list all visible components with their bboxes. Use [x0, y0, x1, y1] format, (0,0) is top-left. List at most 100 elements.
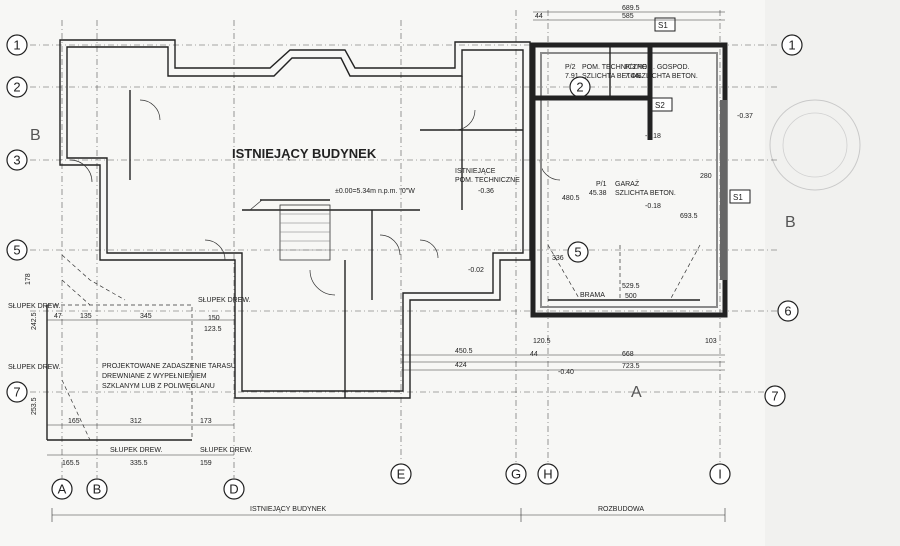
- svg-text:280: 280: [700, 173, 712, 180]
- grid-cols: [61, 10, 721, 478]
- grid-rows: [30, 44, 780, 393]
- svg-text:345: 345: [140, 313, 152, 320]
- post-label-2: SŁUPEK DREW.: [198, 297, 251, 304]
- svg-text:H: H: [543, 467, 552, 482]
- row-axis-5-left: 5: [6, 239, 28, 261]
- wall-insulation: [720, 100, 727, 280]
- room-p2: P/2 POM. TECHNICZNE 7.91 SZLICHTA BETON.: [565, 64, 647, 80]
- svg-text:SZLICHTA BETON.: SZLICHTA BETON.: [615, 190, 676, 197]
- svg-text:693.5: 693.5: [680, 213, 698, 220]
- svg-text:336: 336: [552, 255, 564, 262]
- staircase: [249, 199, 331, 261]
- svg-text:450.5: 450.5: [455, 348, 473, 355]
- post-label-4: SŁUPEK DREW.: [110, 447, 163, 454]
- section-b-left: B: [30, 127, 41, 144]
- s2-box: S2: [651, 97, 673, 112]
- svg-text:BRAMA: BRAMA: [580, 292, 605, 299]
- svg-text:2: 2: [576, 80, 583, 95]
- footer-extension: ROZBUDOWA: [598, 506, 644, 513]
- svg-text:S2: S2: [655, 101, 665, 110]
- svg-text:480.5: 480.5: [562, 195, 580, 202]
- row-axis-6-right: 6: [777, 300, 799, 322]
- svg-text:335.5: 335.5: [130, 460, 148, 467]
- svg-text:7.91: 7.91: [565, 73, 579, 80]
- svg-text:242.5: 242.5: [31, 312, 38, 330]
- col-axis-d: D: [223, 478, 245, 500]
- svg-text:P/2: P/2: [565, 64, 576, 71]
- svg-text:POM. GOSPOD.: POM. GOSPOD.: [637, 64, 690, 71]
- svg-text:150: 150: [208, 315, 220, 322]
- svg-text:173: 173: [200, 418, 212, 425]
- svg-text:689.5: 689.5: [622, 5, 640, 12]
- existing-building-label: ISTNIEJĄCY BUDYNEK: [232, 146, 377, 161]
- svg-text:165: 165: [68, 418, 80, 425]
- svg-text:424: 424: [455, 362, 467, 369]
- svg-text:723.5: 723.5: [622, 363, 640, 370]
- svg-text:G: G: [511, 467, 521, 482]
- svg-text:135: 135: [80, 313, 92, 320]
- post-label-1: SŁUPEK DREW.: [8, 303, 61, 310]
- bottom-dimensions: 450.5 424 120.5 44 668 723.5 103: [401, 338, 725, 371]
- svg-text:2: 2: [13, 80, 20, 95]
- tech-room-level: -0.36: [478, 188, 494, 195]
- row-axis-2-inner: 2: [569, 76, 591, 98]
- svg-text:P/3: P/3: [625, 64, 636, 71]
- svg-text:253.5: 253.5: [31, 397, 38, 415]
- extension-walls: [530, 42, 728, 318]
- stamp-inner-circle: [782, 112, 848, 178]
- col-axis-a: A: [51, 478, 73, 500]
- svg-text:45.38: 45.38: [589, 190, 607, 197]
- level-037: -0.37: [737, 113, 753, 120]
- room-p1: P/1 GARAŻ 45.38 SZLICHTA BETON.: [589, 179, 676, 197]
- svg-text:I: I: [718, 467, 722, 482]
- svg-text:P/1: P/1: [596, 181, 607, 188]
- level-018b: -0.18: [645, 133, 661, 140]
- terrace-canopy: [46, 254, 193, 441]
- garage-gate: BRAMA: [547, 244, 701, 301]
- row-axis-1: 1: [6, 34, 28, 56]
- post-label-5: SŁUPEK DREW.: [200, 447, 253, 454]
- s1-top-box: S1: [654, 17, 676, 32]
- svg-text:44: 44: [535, 13, 543, 20]
- svg-text:D: D: [229, 482, 238, 497]
- tech-room-label: ISTNIEJĄCE POM. TECHNICZNE: [455, 168, 520, 184]
- svg-text:7: 7: [771, 389, 778, 404]
- svg-text:SZLICHTA BETON.: SZLICHTA BETON.: [637, 73, 698, 80]
- svg-text:159: 159: [200, 460, 212, 467]
- level-040: -0.40: [558, 369, 574, 376]
- svg-text:44: 44: [530, 351, 538, 358]
- svg-text:1: 1: [13, 38, 20, 53]
- row-axis-5-inner: 5: [567, 241, 589, 263]
- row-axis-2: 2: [6, 76, 28, 98]
- svg-text:123.5: 123.5: [204, 326, 222, 333]
- svg-text:E: E: [397, 467, 406, 482]
- svg-text:529.5: 529.5: [622, 283, 640, 290]
- svg-text:3: 3: [13, 153, 20, 168]
- svg-text:POM. TECHNICZNE: POM. TECHNICZNE: [582, 64, 647, 71]
- svg-text:312: 312: [130, 418, 142, 425]
- svg-text:5: 5: [13, 243, 20, 258]
- col-axis-i: I: [709, 463, 731, 485]
- level-002: -0.02: [468, 267, 484, 274]
- row-axis-3: 3: [6, 149, 28, 171]
- svg-text:668: 668: [622, 351, 634, 358]
- col-axis-h: H: [537, 463, 559, 485]
- canopy-note: PROJEKTOWANE ZADASZENIE TARASU DREWNIANE…: [102, 363, 238, 390]
- existing-building-walls: [59, 39, 531, 399]
- room-p3: P/3 POM. GOSPOD. 7.44 SZLICHTA BETON.: [625, 64, 698, 80]
- post-label-3: SŁUPEK DREW.: [8, 364, 61, 371]
- level-018a: -0.18: [645, 203, 661, 210]
- row-axis-7-left: 7: [6, 381, 28, 403]
- door-swings: [69, 99, 561, 296]
- section-a: A: [631, 384, 642, 401]
- main-level-label: ±0.00=5.34m n.p.m. "0"W: [335, 188, 415, 195]
- svg-text:S1: S1: [658, 21, 668, 30]
- svg-text:1: 1: [788, 38, 795, 53]
- section-b-right: B: [785, 214, 796, 231]
- row-axis-7-right: 7: [764, 385, 786, 407]
- svg-text:120.5: 120.5: [533, 338, 551, 345]
- col-axis-b: B: [86, 478, 108, 500]
- stamp-circle: [769, 99, 861, 191]
- svg-text:500: 500: [625, 293, 637, 300]
